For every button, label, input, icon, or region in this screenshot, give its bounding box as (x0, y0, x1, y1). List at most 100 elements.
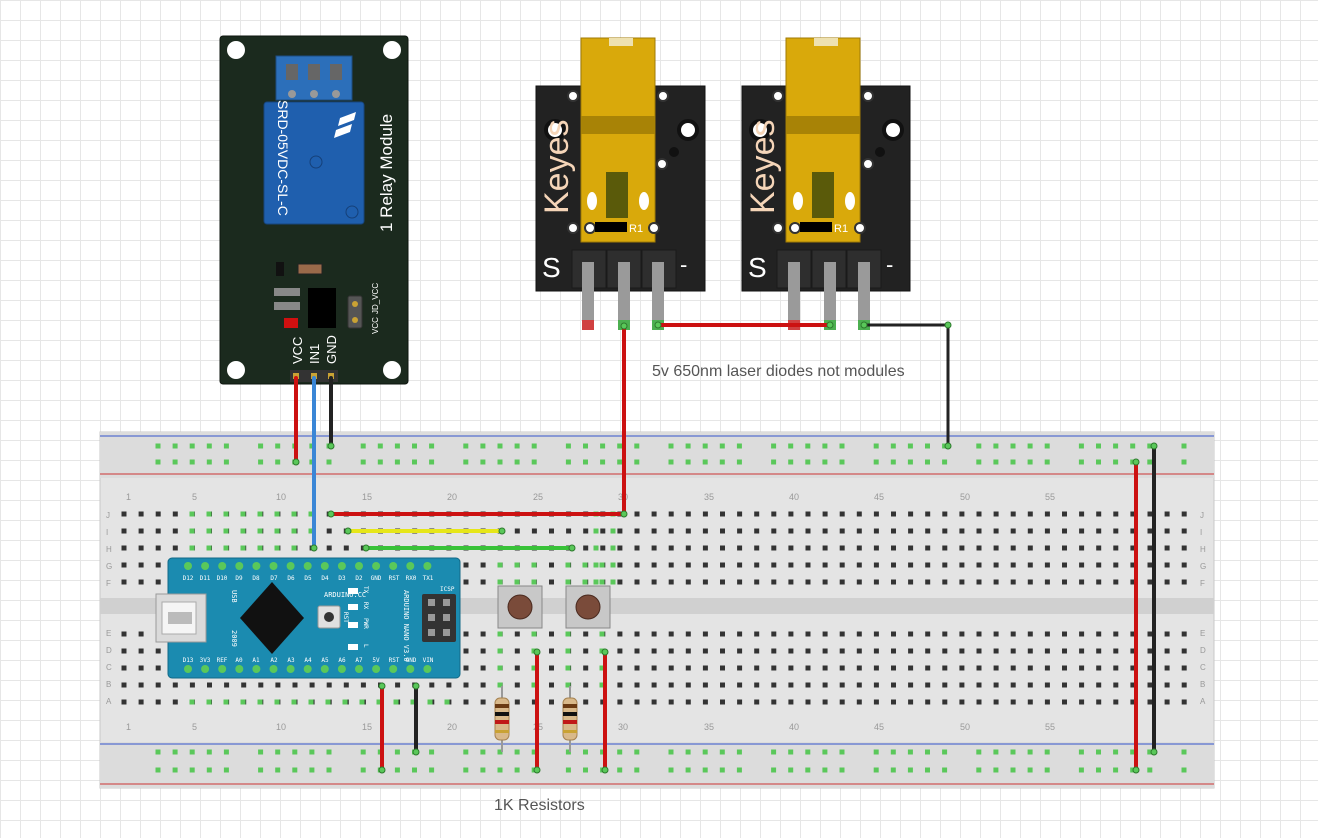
breadboard-hole[interactable] (856, 665, 862, 671)
breadboard-hole[interactable] (685, 528, 691, 534)
breadboard-hole[interactable] (138, 528, 144, 534)
wire-endpoint[interactable] (378, 766, 386, 774)
rail-hole[interactable] (531, 749, 537, 755)
breadboard-hole[interactable] (1130, 562, 1136, 568)
breadboard-hole-used[interactable] (257, 699, 263, 705)
breadboard-hole-used[interactable] (599, 631, 605, 637)
breadboard-hole-used[interactable] (206, 528, 212, 534)
breadboard-hole[interactable] (1181, 682, 1187, 688)
breadboard-hole-used[interactable] (342, 699, 348, 705)
breadboard-hole[interactable] (805, 665, 811, 671)
rail-hole[interactable] (907, 459, 913, 465)
breadboard-hole[interactable] (925, 699, 931, 705)
laser-pin-s[interactable] (582, 262, 594, 330)
rail-hole[interactable] (976, 459, 982, 465)
rail-hole[interactable] (172, 459, 178, 465)
breadboard-hole[interactable] (480, 631, 486, 637)
rail-hole[interactable] (309, 767, 315, 773)
rail-hole[interactable] (463, 749, 469, 755)
breadboard-hole[interactable] (873, 631, 879, 637)
breadboard-hole[interactable] (1027, 631, 1033, 637)
rail-hole[interactable] (275, 767, 281, 773)
wire-endpoint[interactable] (412, 748, 420, 756)
rail-hole[interactable] (1130, 749, 1136, 755)
breadboard-hole-used[interactable] (291, 511, 297, 517)
breadboard-hole[interactable] (1130, 682, 1136, 688)
breadboard-hole[interactable] (908, 682, 914, 688)
breadboard-hole-used[interactable] (497, 665, 503, 671)
breadboard-hole[interactable] (942, 511, 948, 517)
rail-hole[interactable] (736, 459, 742, 465)
rail-hole[interactable] (497, 459, 503, 465)
breadboard-hole[interactable] (805, 528, 811, 534)
breadboard-hole-used[interactable] (291, 699, 297, 705)
breadboard-hole[interactable] (1147, 545, 1153, 551)
breadboard-hole[interactable] (1062, 511, 1067, 517)
breadboard-hole[interactable] (583, 648, 589, 654)
breadboard-hole[interactable] (1164, 579, 1170, 585)
breadboard-hole[interactable] (1181, 665, 1187, 671)
rail-hole[interactable] (155, 443, 161, 449)
breadboard-hole[interactable] (309, 682, 315, 688)
breadboard-hole-used[interactable] (565, 562, 571, 568)
breadboard-hole[interactable] (856, 511, 862, 517)
breadboard-hole[interactable] (702, 511, 708, 517)
rail-hole[interactable] (1096, 443, 1101, 449)
breadboard-hole[interactable] (138, 545, 144, 551)
breadboard-hole[interactable] (976, 682, 982, 688)
breadboard-hole[interactable] (805, 511, 811, 517)
rail-hole[interactable] (326, 459, 332, 465)
rail-hole[interactable] (223, 443, 229, 449)
rail-hole[interactable] (890, 749, 896, 755)
breadboard-hole[interactable] (1079, 528, 1085, 534)
breadboard-hole[interactable] (925, 545, 931, 551)
breadboard-hole-used[interactable] (593, 562, 599, 568)
breadboard-hole[interactable] (1062, 648, 1067, 654)
breadboard-hole[interactable] (1079, 562, 1085, 568)
breadboard-hole-used[interactable] (531, 665, 537, 671)
breadboard-hole[interactable] (1113, 648, 1119, 654)
rail-hole[interactable] (377, 459, 383, 465)
rail-hole[interactable] (822, 459, 828, 465)
breadboard-hole-used[interactable] (325, 699, 331, 705)
breadboard-hole[interactable] (959, 631, 965, 637)
breadboard-hole[interactable] (549, 648, 554, 654)
breadboard-hole[interactable] (993, 648, 999, 654)
breadboard-hole[interactable] (856, 682, 862, 688)
rail-hole[interactable] (873, 443, 879, 449)
breadboard-hole[interactable] (805, 699, 811, 705)
breadboard-hole[interactable] (925, 648, 931, 654)
nano-pin-top[interactable] (406, 562, 415, 570)
breadboard-hole[interactable] (138, 699, 144, 705)
breadboard-hole[interactable] (224, 682, 230, 688)
breadboard-hole[interactable] (155, 545, 161, 551)
rail-hole[interactable] (617, 459, 623, 465)
breadboard-hole[interactable] (754, 528, 760, 534)
breadboard-hole[interactable] (1079, 699, 1085, 705)
rail-hole[interactable] (206, 749, 212, 755)
wire-endpoint[interactable] (533, 648, 541, 656)
breadboard-hole[interactable] (155, 665, 161, 671)
breadboard-hole[interactable] (856, 579, 862, 585)
rail-hole[interactable] (942, 459, 948, 465)
breadboard-hole-used[interactable] (565, 579, 571, 585)
rail-hole[interactable] (805, 459, 811, 465)
breadboard-hole[interactable] (1044, 648, 1050, 654)
breadboard-hole[interactable] (617, 528, 623, 534)
breadboard-hole[interactable] (155, 528, 161, 534)
breadboard-hole[interactable] (1164, 699, 1170, 705)
breadboard-hole-used[interactable] (599, 665, 605, 671)
wire-endpoint[interactable] (944, 321, 952, 329)
breadboard-hole[interactable] (891, 665, 896, 671)
breadboard-hole[interactable] (685, 631, 691, 637)
rail-hole[interactable] (223, 459, 229, 465)
breadboard-hole-used[interactable] (593, 528, 599, 534)
rail-hole[interactable] (890, 443, 896, 449)
breadboard-hole[interactable] (1010, 682, 1016, 688)
rail-hole[interactable] (822, 443, 828, 449)
breadboard-hole[interactable] (1096, 511, 1102, 517)
rail-hole[interactable] (736, 443, 742, 449)
breadboard-hole[interactable] (959, 699, 965, 705)
push-button-1[interactable] (497, 585, 543, 629)
breadboard-hole-used[interactable] (610, 562, 616, 568)
